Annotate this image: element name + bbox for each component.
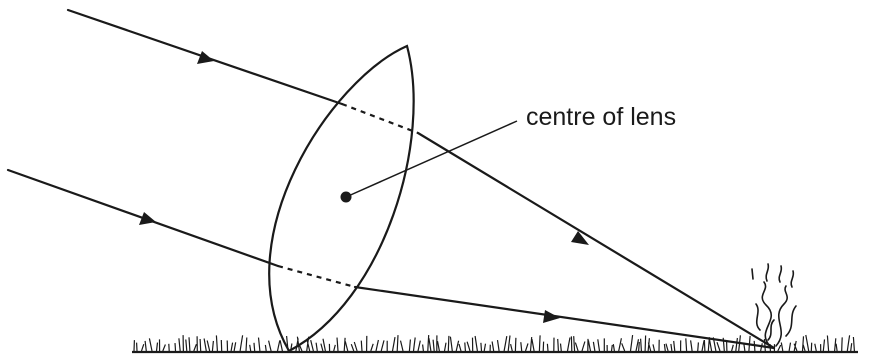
arrowhead-lower-incident (139, 212, 156, 225)
smoke-icon (751, 263, 797, 347)
upper-refracted-ray (416, 131, 776, 350)
arrowhead-lower-refracted (543, 310, 560, 323)
lower-refracted-ray (353, 285, 776, 350)
lower-ray-inside-lens (277, 264, 356, 289)
convex-lens (268, 44, 415, 353)
grass-blades (133, 334, 855, 352)
centre-of-lens-label: centre of lens (526, 103, 677, 131)
centre-leader-line (345, 120, 518, 198)
upper-ray-inside-lens (341, 102, 419, 135)
arrowhead-upper-incident (197, 51, 214, 64)
arrowhead-upper-refracted (571, 231, 589, 245)
grass (133, 334, 855, 352)
